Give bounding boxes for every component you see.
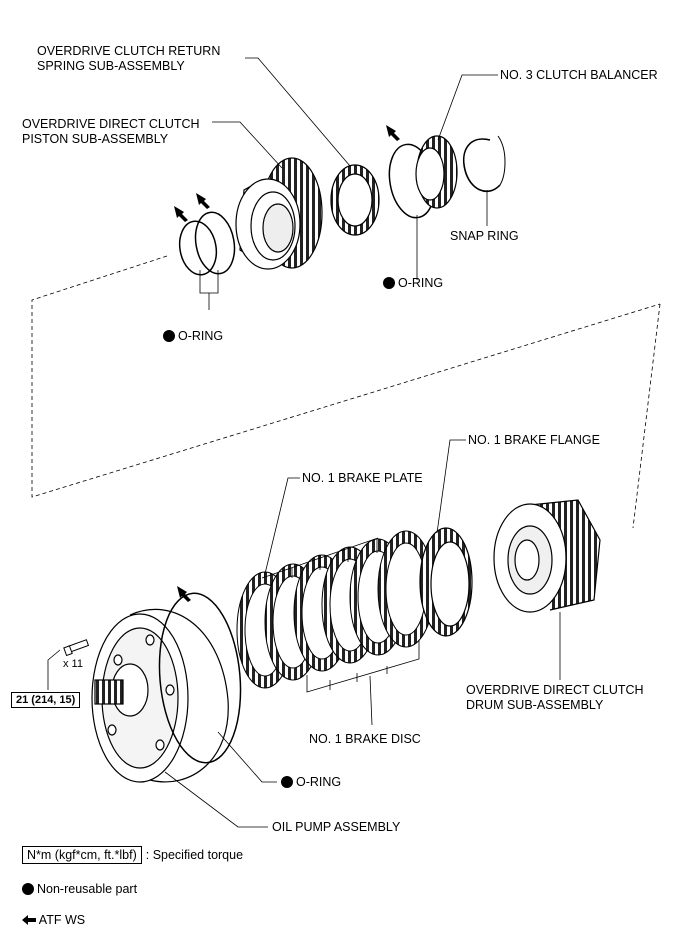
od-direct-clutch-drum [493, 499, 601, 613]
label-text: O-RING [178, 329, 224, 343]
label-text: O-RING [398, 276, 444, 290]
label-no1-brake-disc: NO. 1 BRAKE DISC [309, 732, 421, 746]
legend-torque-desc: : Specified torque [145, 848, 244, 862]
leader-lines-upper [199, 57, 498, 310]
pump-bolt [63, 639, 90, 657]
dashed-connection-frame [31, 255, 661, 529]
label-snap-ring: SNAP RING [450, 229, 519, 243]
nonreusable-dot-icon [383, 277, 395, 289]
label-bolt-count: x 11 [63, 658, 83, 670]
label-od-return-spring: OVERDRIVE CLUTCH RETURN SPRING SUB-ASSEM… [37, 44, 220, 74]
label-line: DRUM SUB-ASSEMBLY [466, 698, 604, 712]
label-o-ring-pump: O-RING [281, 775, 341, 790]
label-od-direct-clutch-piston: OVERDRIVE DIRECT CLUTCH PISTON SUB-ASSEM… [22, 117, 200, 147]
torque-value-box: 21 (214, 15) [11, 692, 81, 708]
legend-nonreusable: Non-reusable part [22, 882, 137, 897]
no1-brake-flange [419, 527, 473, 637]
leader-lines-lower [47, 439, 561, 828]
return-spring-sub-assembly [330, 164, 380, 236]
piston-sub-assembly [235, 157, 323, 270]
legend-torque: N*m (kgf*cm, ft.*lbf): Specified torque [22, 846, 244, 864]
snap-ring [463, 138, 501, 193]
label-line: OVERDRIVE DIRECT CLUTCH [22, 117, 200, 131]
label-no1-brake-flange: NO. 1 BRAKE FLANGE [468, 433, 600, 447]
legend-text: Non-reusable part [37, 882, 138, 896]
legend-atf: ATF WS [22, 913, 85, 928]
nonreusable-dot-icon [22, 883, 34, 895]
label-text: O-RING [296, 775, 342, 789]
piston-o-rings [178, 211, 236, 276]
no3-clutch-balancer [415, 135, 458, 209]
atf-arrow-icon [174, 125, 400, 602]
nonreusable-dot-icon [163, 330, 175, 342]
label-line: SPRING SUB-ASSEMBLY [37, 59, 185, 73]
pump-o-ring [158, 592, 242, 764]
label-od-direct-clutch-drum: OVERDRIVE DIRECT CLUTCH DRUM SUB-ASSEMBL… [466, 683, 644, 713]
label-line: PISTON SUB-ASSEMBLY [22, 132, 169, 146]
label-oil-pump-assembly: OIL PUMP ASSEMBLY [272, 820, 401, 834]
brake-plate-disc-pack [236, 530, 435, 689]
nonreusable-dot-icon [281, 776, 293, 788]
label-o-ring-piston: O-RING [163, 329, 223, 344]
label-no3-clutch-balancer: NO. 3 CLUTCH BALANCER [500, 68, 658, 82]
label-line: OVERDRIVE CLUTCH RETURN [37, 44, 221, 58]
oil-pump-assembly [91, 608, 229, 783]
label-no1-brake-plate: NO. 1 BRAKE PLATE [302, 471, 423, 485]
label-line: OVERDRIVE DIRECT CLUTCH [466, 683, 644, 697]
legend-text: ATF WS [38, 913, 86, 927]
label-o-ring-balancer: O-RING [383, 276, 443, 291]
legend-torque-box: N*m (kgf*cm, ft.*lbf) [22, 846, 142, 864]
atf-arrow-icon [22, 915, 36, 925]
